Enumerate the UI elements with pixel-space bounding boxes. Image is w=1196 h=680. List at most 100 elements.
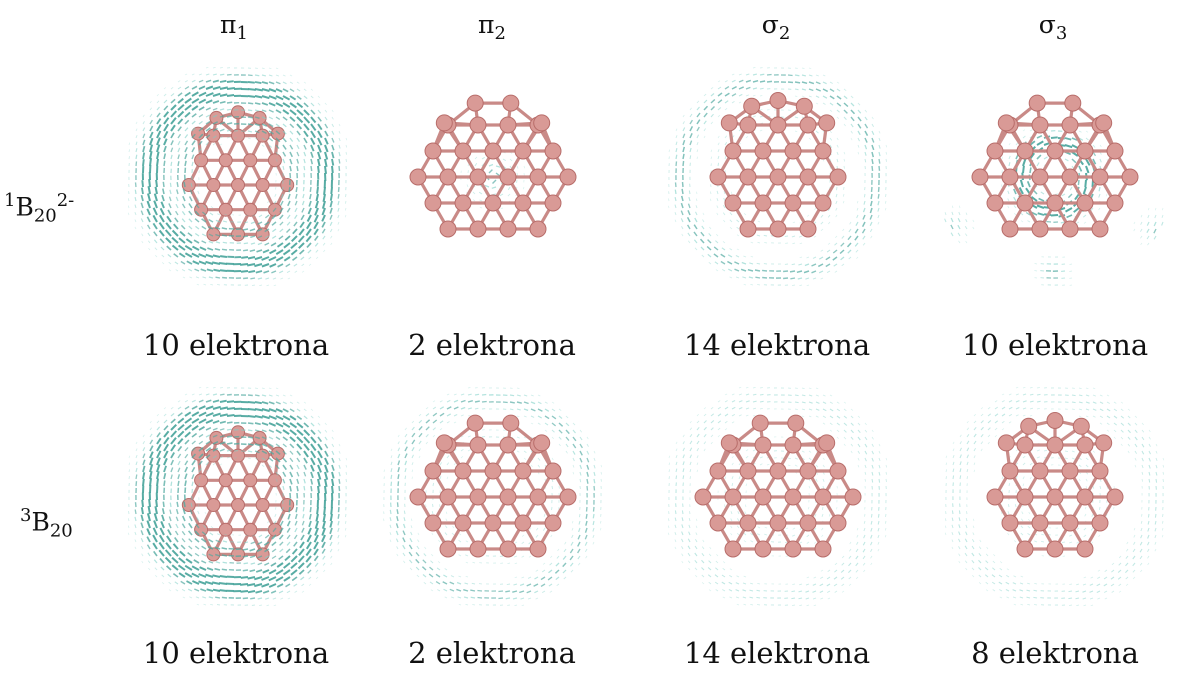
undefined — [309, 193, 312, 200]
undefined — [856, 214, 859, 219]
undefined — [1005, 581, 1010, 585]
boron-atom — [499, 540, 517, 558]
undefined — [1113, 429, 1117, 433]
undefined — [213, 268, 221, 272]
undefined — [471, 582, 476, 585]
undefined — [1020, 532, 1024, 536]
undefined — [261, 81, 269, 85]
undefined — [537, 422, 541, 425]
undefined — [322, 513, 326, 523]
undefined — [158, 222, 165, 230]
undefined — [200, 268, 207, 272]
undefined — [869, 200, 873, 207]
undefined — [242, 555, 249, 558]
undefined — [226, 94, 235, 97]
undefined — [799, 583, 803, 586]
undefined — [551, 422, 557, 427]
undefined — [569, 555, 574, 561]
undefined — [264, 548, 270, 553]
undefined — [170, 140, 174, 146]
undefined — [271, 548, 277, 553]
undefined — [794, 408, 798, 410]
undefined — [584, 548, 588, 553]
undefined — [282, 422, 291, 429]
undefined — [205, 149, 209, 153]
undefined — [205, 412, 214, 417]
undefined — [247, 429, 253, 432]
undefined — [1067, 193, 1073, 199]
undefined — [460, 393, 465, 396]
undefined — [268, 583, 277, 588]
undefined — [808, 394, 813, 397]
undefined — [829, 158, 832, 162]
undefined — [214, 247, 221, 251]
undefined — [812, 583, 817, 586]
undefined — [317, 109, 322, 114]
undefined — [696, 414, 699, 417]
undefined — [163, 425, 169, 431]
undefined — [675, 147, 678, 153]
undefined — [794, 401, 799, 404]
undefined — [435, 581, 441, 585]
undefined — [724, 504, 726, 508]
undefined — [550, 534, 553, 538]
undefined — [689, 476, 692, 480]
undefined — [215, 276, 221, 279]
undefined — [1074, 193, 1080, 201]
boron-atom — [986, 194, 1004, 212]
undefined — [198, 260, 207, 265]
boron-atom — [469, 168, 487, 186]
undefined — [184, 97, 192, 104]
undefined — [965, 524, 968, 529]
undefined — [183, 181, 186, 188]
undefined — [437, 561, 441, 564]
undefined — [178, 252, 186, 258]
undefined — [861, 221, 866, 228]
undefined — [783, 270, 789, 273]
undefined — [432, 482, 435, 487]
undefined — [226, 435, 233, 438]
undefined — [323, 249, 326, 253]
undefined — [1161, 214, 1164, 218]
undefined — [330, 555, 333, 559]
undefined — [818, 256, 824, 260]
undefined — [862, 214, 866, 220]
undefined — [1125, 583, 1129, 586]
undefined — [752, 407, 757, 410]
caption-r0-c3: 10 elektrona — [961, 328, 1149, 362]
undefined — [703, 448, 706, 452]
undefined — [993, 554, 996, 557]
undefined — [389, 524, 392, 529]
undefined — [296, 485, 299, 492]
undefined — [166, 215, 172, 223]
undefined — [707, 253, 712, 258]
undefined — [417, 539, 420, 543]
undefined — [402, 537, 406, 543]
undefined — [674, 539, 677, 543]
undefined — [1111, 562, 1115, 566]
undefined — [163, 413, 167, 417]
undefined — [696, 420, 700, 424]
undefined — [460, 399, 466, 403]
undefined — [1090, 527, 1094, 531]
undefined — [742, 276, 747, 279]
undefined — [305, 228, 312, 237]
undefined — [1078, 387, 1082, 389]
undefined — [1029, 462, 1033, 466]
undefined — [310, 88, 314, 91]
undefined — [1098, 207, 1101, 211]
undefined — [306, 242, 312, 248]
boron-atom — [1001, 220, 1019, 238]
undefined — [877, 221, 880, 225]
undefined — [752, 79, 759, 83]
undefined — [425, 413, 430, 417]
undefined — [822, 88, 829, 93]
undefined — [877, 548, 880, 552]
undefined — [168, 581, 172, 585]
undefined — [239, 263, 249, 266]
undefined — [310, 144, 315, 152]
undefined — [337, 214, 340, 219]
undefined — [951, 517, 954, 522]
undefined — [738, 407, 743, 410]
undefined — [701, 567, 705, 571]
